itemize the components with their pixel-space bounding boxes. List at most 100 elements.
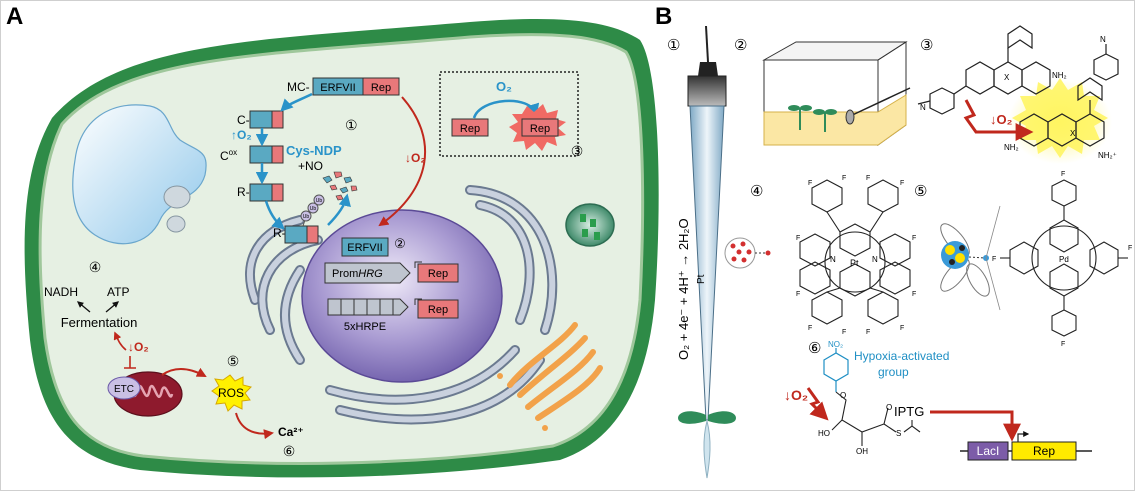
svg-text:F: F	[808, 325, 812, 332]
step-5-number: ⑤	[227, 354, 240, 370]
pt-n-label: N	[872, 255, 878, 264]
n-degron-pathway-arrows	[255, 92, 351, 230]
lac-promoter-arrow	[1017, 431, 1030, 442]
fermentation-label: Fermentation	[61, 315, 138, 330]
iptg-induction-arrow	[930, 410, 1021, 442]
iptg-o-label: O	[840, 391, 846, 400]
r-label: R-	[237, 185, 250, 199]
prom-hrg-tss-arrow	[414, 261, 422, 268]
hypoxia-group-line1: Hypoxia-activated	[854, 349, 949, 363]
microelectrode-needle	[845, 87, 911, 119]
iptg-ho-label: HO	[818, 429, 830, 438]
fermentation-o2-label: ↓O₂	[128, 340, 149, 354]
electrode-equation: O₂ + 4e⁻ + 4H⁺ → 2H₂O	[676, 218, 691, 360]
step-2-number: ②	[394, 237, 406, 252]
pd-center-label: Pd	[1059, 255, 1069, 264]
root-tip	[703, 419, 711, 479]
caged-iptg-release-arrow	[806, 387, 829, 421]
panel-b-step-3-number: ③	[920, 36, 933, 54]
degradation-fragments	[322, 171, 358, 201]
o2-down-label: ↓O₂	[405, 151, 426, 165]
c-label: C-	[237, 113, 250, 127]
nanoparticle-pt-dots	[730, 241, 752, 263]
hrpe-tss-arrow	[414, 298, 422, 305]
nucleus-erfvii-box	[341, 237, 389, 257]
etc-complex	[107, 376, 141, 400]
iptg-o2-label: ↓O₂	[784, 387, 808, 403]
cox-rep-box	[271, 145, 284, 164]
plus-no-label: +NO	[298, 159, 323, 173]
box-rep-bright	[521, 118, 559, 137]
mc-erfvii-label: ERFVII	[320, 82, 355, 94]
laci-label: LacI	[977, 444, 1000, 458]
hrpe-rep-label: Rep	[428, 304, 448, 316]
prom-hrg-label: PromHRG	[332, 268, 383, 280]
box-rep-dark-label: Rep	[460, 123, 480, 135]
nanoparticle-pt-marker	[765, 250, 771, 256]
seedling-leaf-right	[708, 411, 736, 424]
panel-b-step-6-number: ⑥	[808, 339, 821, 357]
svg-text:F: F	[912, 235, 916, 242]
panel-b-step-4-number: ④	[750, 182, 763, 200]
pt-porphyrin-structure	[799, 179, 911, 325]
etc-label: ETC	[114, 384, 134, 395]
svg-text:F: F	[900, 325, 904, 332]
fermentation-nadh-arrow	[77, 301, 91, 313]
atp-label: ATP	[107, 285, 129, 299]
step-1-number: ①	[345, 118, 358, 134]
iptg-s-label: S	[896, 429, 901, 438]
svg-text:F: F	[1128, 245, 1132, 252]
step-3-number: ③	[571, 144, 584, 160]
seedling-leaf-left	[678, 411, 706, 424]
ros-production-arrow	[161, 367, 207, 377]
svg-text:F: F	[866, 329, 870, 336]
lac-rep-box	[1011, 441, 1077, 461]
nitrobenzyl-group	[823, 348, 849, 392]
ros-burst	[211, 374, 252, 412]
pd-zoom-line	[985, 257, 1001, 311]
ub-label: Ub	[303, 214, 310, 220]
pd-fluorine-labels: F F F F	[992, 171, 1132, 348]
seedlings-in-chamber	[788, 105, 837, 132]
mc-rep-label: Rep	[371, 82, 391, 94]
laci-box	[967, 441, 1009, 461]
mc-rep-box	[362, 77, 400, 96]
prom-hrg-rep-box	[417, 263, 459, 283]
box-o2-label: O₂	[496, 79, 512, 94]
step-6-number: ⑥	[283, 444, 296, 460]
panel-b-step-5-number: ⑤	[914, 182, 927, 200]
svg-text:F: F	[1061, 171, 1065, 178]
panel-b-step-2-number: ②	[734, 36, 747, 54]
cys-ndp-label: Cys-NDP	[286, 143, 342, 158]
lac-rep-label: Rep	[1033, 444, 1055, 458]
cox-label: Cox	[220, 148, 237, 163]
ub-label: Ub	[310, 206, 317, 212]
cox-erfvii-box	[249, 145, 273, 164]
nucleus	[301, 209, 503, 383]
svg-text:F: F	[1061, 341, 1065, 348]
ubiquitin-chain	[300, 194, 325, 227]
step-3-box	[439, 71, 579, 157]
panel-b-label: B	[655, 3, 672, 30]
fluorescence-burst	[1012, 78, 1108, 158]
svg-text:F: F	[900, 180, 904, 187]
svg-text:F: F	[842, 175, 846, 182]
azo-dye-structure	[917, 25, 1119, 147]
dye-x-bottom: X	[1070, 129, 1076, 138]
ros-label: ROS	[218, 386, 244, 400]
iptg-oh-label: OH	[856, 447, 868, 456]
calcium-label: Ca²⁺	[278, 425, 304, 439]
golgi-vesicle	[542, 425, 548, 431]
nanoparticle-pd-link	[968, 256, 986, 259]
svg-text:F: F	[796, 291, 800, 298]
dye-x-label: X	[1004, 73, 1010, 82]
electrode-pt-label: Pt	[696, 274, 707, 284]
dye-nh2-bottom: NH₂	[1004, 143, 1019, 152]
nadh-label: NADH	[44, 285, 78, 299]
nucleus-erfvii-label: ERFVII	[347, 242, 382, 254]
vesicle-large	[163, 185, 191, 209]
r-rep-box	[271, 183, 284, 202]
dye-n-right: N	[1100, 35, 1106, 44]
c-erfvii-box	[249, 110, 273, 129]
svg-text:F: F	[992, 256, 996, 263]
